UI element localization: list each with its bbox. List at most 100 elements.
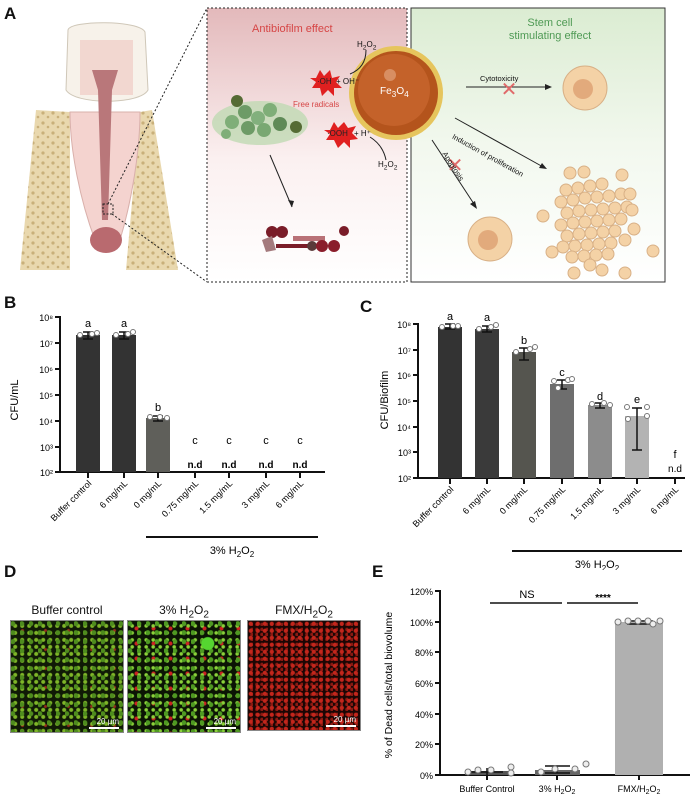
h2o2-bottom-label: H2O2 [378, 160, 398, 172]
svg-text:0 mg/mL: 0 mg/mL [132, 478, 164, 510]
fe3o4-label: Fe3O4 [380, 86, 409, 99]
chart-c-bracket-label: 3% H2O2 [575, 559, 620, 570]
sig-stars-label: **** [595, 593, 611, 604]
svg-text:0.75 mg/mL: 0.75 mg/mL [160, 478, 201, 519]
svg-text:10⁴: 10⁴ [397, 423, 411, 433]
svg-text:10³: 10³ [398, 448, 411, 458]
panel-a-schematic: ✕ ✕ [20, 7, 666, 283]
free-radicals-label: Free radicals [293, 100, 340, 109]
chart-c-bar [588, 405, 612, 478]
micro-title-fmx: FMX/H2O2 [275, 603, 333, 621]
svg-text:FMX/H2O2: FMX/H2O2 [618, 784, 661, 796]
chart-b-yticks: 10⁸ 10⁷ 10⁶ 10⁵ 10⁴ 10³ 10² [39, 313, 60, 478]
svg-text:1.5 mg/mL: 1.5 mg/mL [197, 478, 234, 515]
chart-c-bar [475, 329, 499, 478]
chart-e: 120% 100% 80% 60% 40% 20% 0% % of Dead c… [383, 587, 690, 796]
svg-text:80%: 80% [415, 648, 433, 658]
svg-text:a: a [484, 312, 491, 324]
hydroxide-product-label: + OH⁻ [336, 77, 360, 86]
biofilm-cluster-icon [212, 95, 308, 145]
svg-text:6 mg/mL: 6 mg/mL [274, 478, 306, 510]
svg-text:100%: 100% [410, 618, 433, 628]
chart-c: 10⁸ 10⁷ 10⁶ 10⁵ 10⁴ 10³ 10² CFU/Biofilm … [379, 311, 685, 570]
chart-b-bracket-label: 3% H2O2 [210, 545, 255, 559]
stem-cell-title: Stem cell stimulating effect [500, 17, 600, 43]
hydroxyl-radical-icon [310, 70, 342, 96]
svg-text:c: c [192, 435, 198, 447]
svg-text:3% H2O2: 3% H2O2 [539, 784, 576, 796]
fe3o4-nanoparticle-icon [349, 46, 443, 140]
svg-text:f: f [673, 449, 677, 461]
micro-title-buffer: Buffer control [31, 603, 103, 617]
svg-text:120%: 120% [410, 587, 433, 597]
cytotoxicity-label: Cytotoxicity [480, 74, 519, 83]
panel-letter-a: A [4, 4, 17, 23]
svg-text:10⁴: 10⁴ [39, 417, 53, 427]
svg-text:0%: 0% [420, 771, 433, 781]
panel-letter-c: C [360, 297, 373, 316]
scale-bar: 20 µm [326, 715, 356, 727]
chart-e-bar [615, 622, 663, 775]
hydroperoxyl-radical-label: ·OOH [327, 129, 348, 138]
svg-text:10⁷: 10⁷ [398, 346, 411, 356]
svg-text:10⁶: 10⁶ [39, 365, 53, 375]
svg-text:10⁸: 10⁸ [39, 313, 53, 323]
chart-b-ylabel: CFU/mL [9, 380, 21, 421]
svg-text:Buffer Control: Buffer Control [459, 784, 514, 794]
chart-c-xlabels: Buffer control 6 mg/mL 0 mg/mL 0.75 mg/m… [411, 484, 681, 529]
svg-text:10⁵: 10⁵ [397, 397, 411, 407]
svg-text:6 mg/mL: 6 mg/mL [98, 478, 130, 510]
svg-text:3 mg/mL: 3 mg/mL [240, 478, 272, 510]
chart-c-bar [512, 352, 536, 478]
tooth-illustration [20, 22, 178, 270]
svg-text:d: d [597, 391, 603, 403]
svg-text:10⁵: 10⁵ [39, 391, 53, 401]
dead-bacteria-icon [262, 226, 349, 252]
panel-letter-d: D [4, 562, 17, 581]
chart-b-xlabels: Buffer control 6 mg/mL 0 mg/mL 0.75 mg/m… [49, 478, 306, 523]
micro-image-buffer: 20 µm [10, 620, 124, 733]
proton-product-label: + H⁺ [354, 129, 371, 138]
svg-text:6 mg/mL: 6 mg/mL [649, 484, 681, 516]
scale-bar: 20 µm [89, 717, 119, 729]
svg-text:10³: 10³ [40, 443, 53, 453]
svg-text:1.5 mg/mL: 1.5 mg/mL [568, 484, 605, 521]
cytotoxicity-x-icon: ✕ [501, 79, 518, 101]
svg-text:c: c [559, 367, 565, 379]
apoptosis-x-icon: ✕ [447, 155, 464, 177]
proliferating-cells-icon [536, 165, 660, 280]
svg-text:a: a [121, 318, 128, 330]
chart-b-bar [146, 418, 170, 472]
svg-text:10⁸: 10⁸ [397, 320, 411, 330]
stem-cell-icon [562, 65, 608, 111]
micro-image-fmx: 20 µm [247, 620, 361, 731]
svg-text:c: c [226, 435, 232, 447]
svg-text:10⁶: 10⁶ [397, 371, 411, 381]
svg-text:0 mg/mL: 0 mg/mL [498, 484, 530, 516]
scale-bar: 20 µm [206, 717, 236, 729]
svg-text:20%: 20% [415, 740, 433, 750]
svg-text:a: a [447, 311, 454, 323]
svg-text:c: c [297, 435, 303, 447]
micro-title-h2o2: 3% H2O2 [159, 603, 209, 621]
svg-text:n.d: n.d [259, 460, 274, 471]
svg-text:60%: 60% [415, 679, 433, 689]
svg-text:c: c [263, 435, 269, 447]
svg-text:6 mg/mL: 6 mg/mL [461, 484, 493, 516]
antibiofilm-title: Antibiofilm effect [252, 23, 333, 35]
svg-text:e: e [634, 394, 640, 406]
panel-letter-e: E [372, 562, 384, 581]
chart-c-bar [550, 384, 574, 478]
hydroxyl-radical-label: ·OH [317, 77, 332, 86]
h2o2-top-label: H2O2 [357, 40, 377, 52]
stem-cell-title-line2: stimulating effect [508, 30, 592, 42]
chart-e-ylabel: % of Dead cells/total biovolume [383, 612, 395, 759]
hydroperoxyl-radical-icon [324, 122, 358, 148]
svg-text:b: b [155, 402, 161, 414]
chart-b-bar [112, 335, 136, 472]
svg-text:0.75 mg/mL: 0.75 mg/mL [527, 484, 568, 525]
panel-letter-b: B [4, 293, 17, 312]
svg-text:10⁷: 10⁷ [40, 339, 53, 349]
svg-text:10²: 10² [40, 468, 53, 478]
